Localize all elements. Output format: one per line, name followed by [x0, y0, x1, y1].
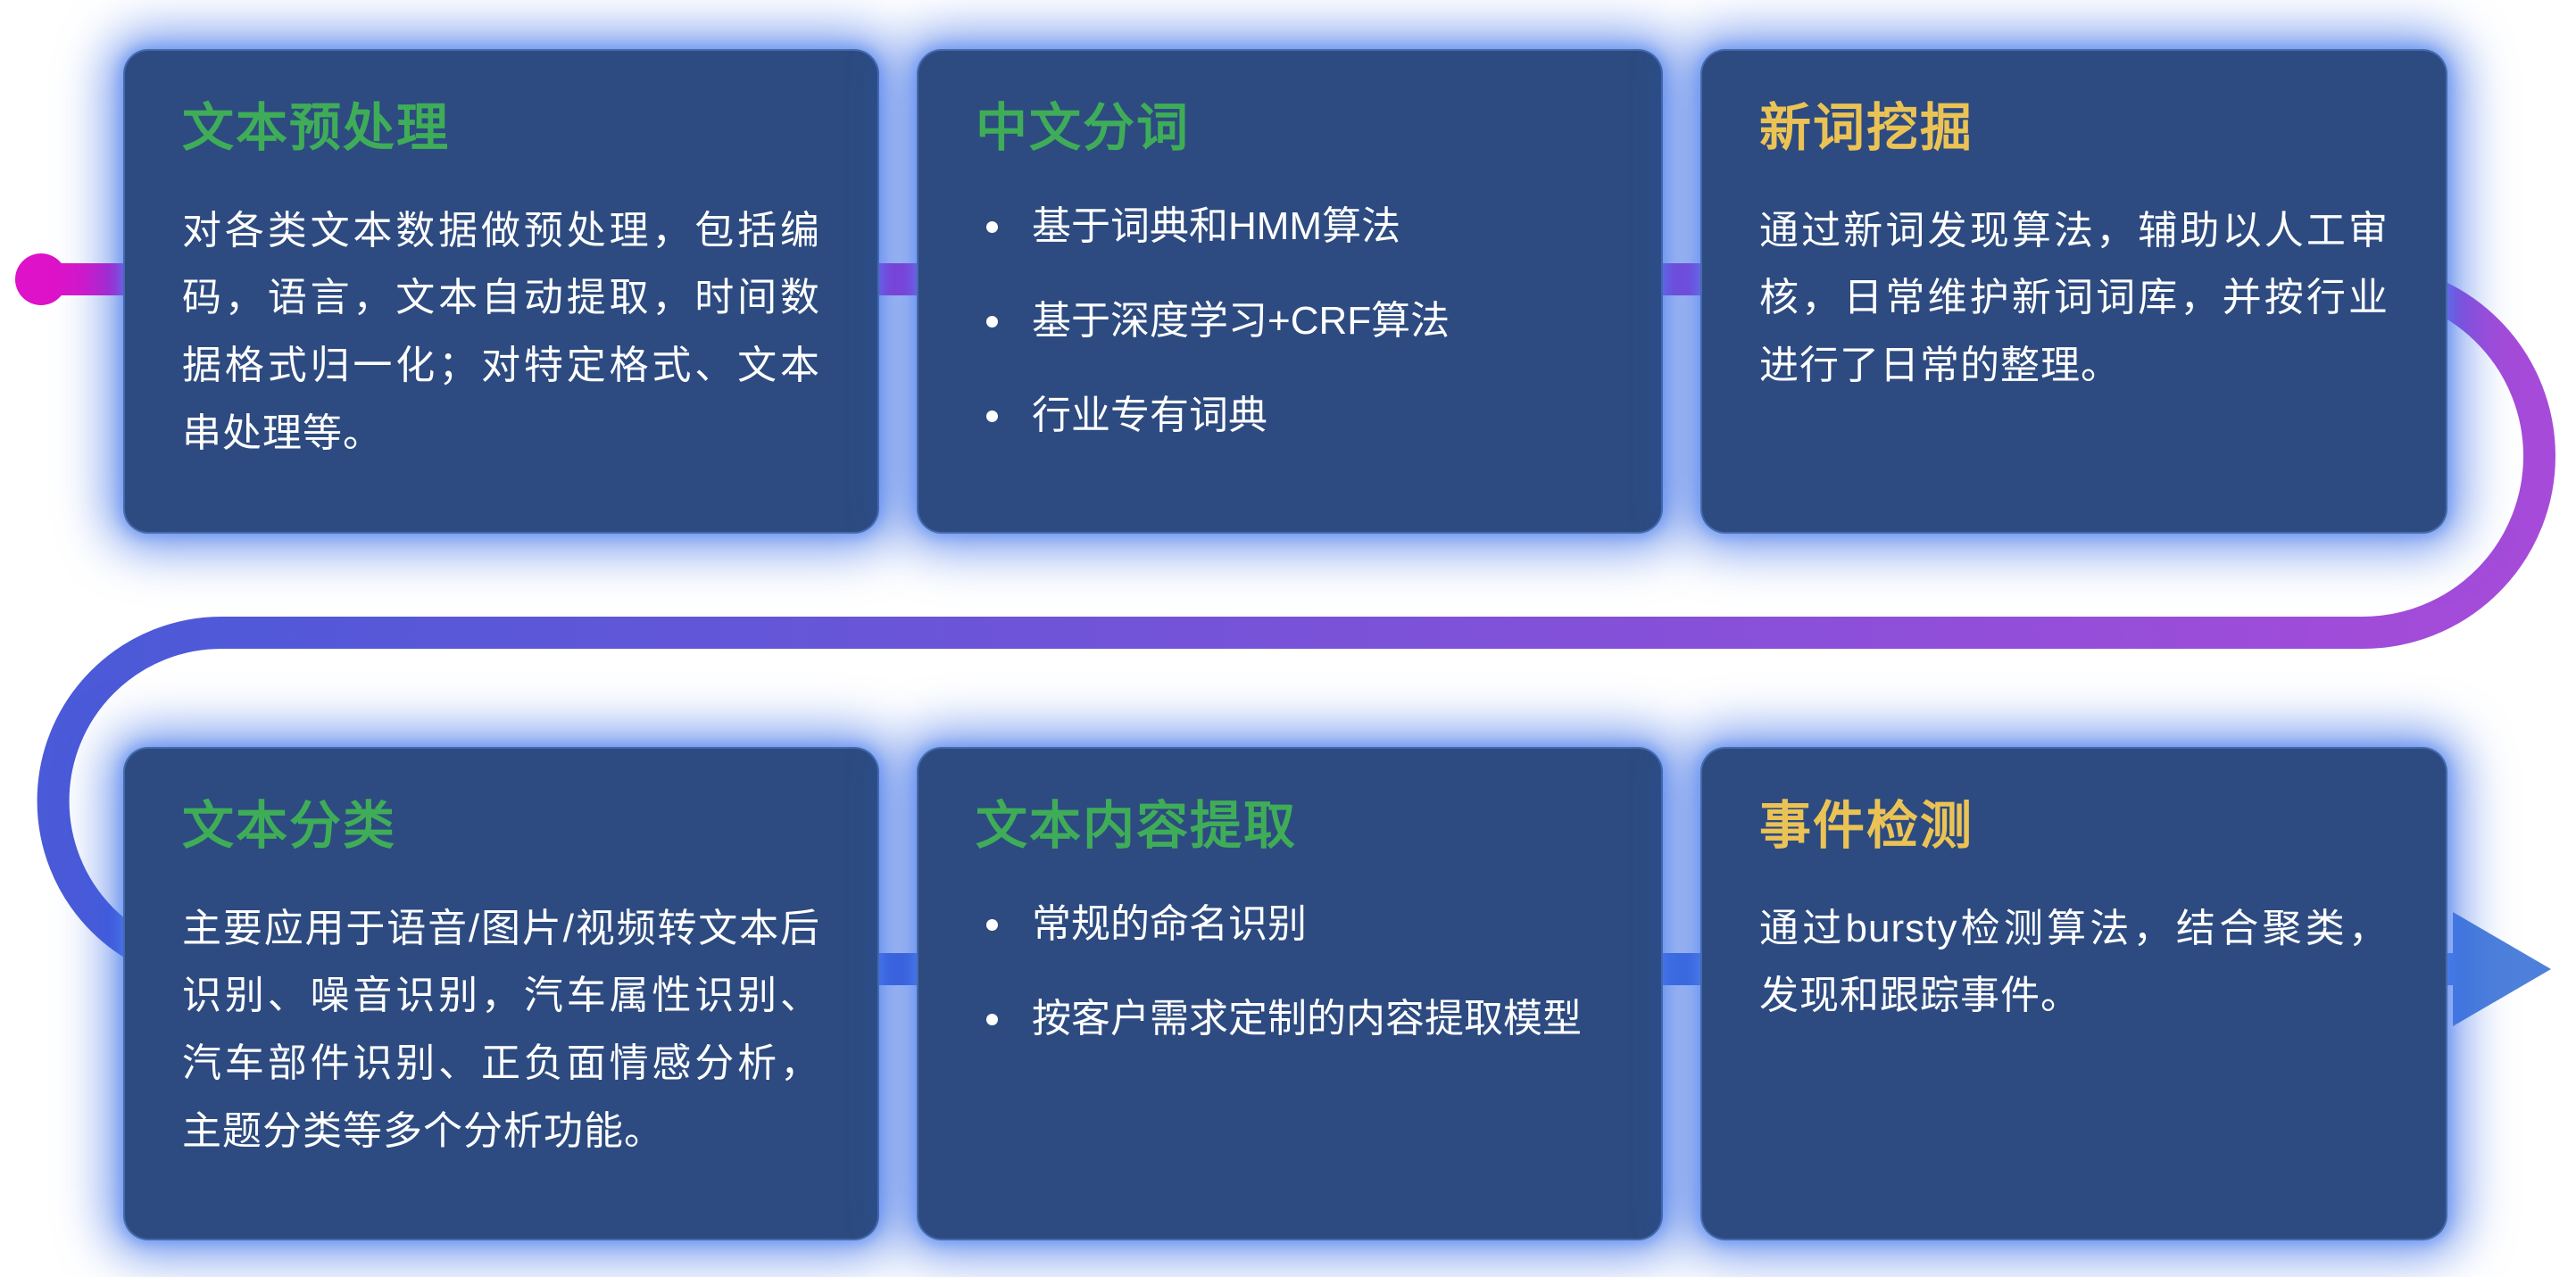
flow-start-dot	[15, 253, 67, 305]
bullet-dot	[986, 315, 998, 328]
bullet-list: 基于词典和HMM算法 基于深度学习+CRF算法 行业专有词典	[976, 197, 1604, 445]
card-body: 主要应用于语音/图片/视频转文本后识别、噪音识别，汽车属性识别、汽车部件识别、正…	[182, 906, 820, 1153]
bullet-dot	[986, 220, 998, 233]
card-title: 文本内容提取	[976, 797, 1298, 855]
card-title: 事件检测	[1759, 797, 1974, 855]
bullet-item: 按客户需求定制的内容提取模型	[976, 990, 1604, 1049]
flow-segment-return-curve	[37, 263, 2555, 985]
card-body: 对各类文本数据做预处理，包括编码，语言，文本自动提取，时间数据格式归一化；对特定…	[182, 208, 820, 455]
card-chinese-word-segmentation: 中文分词 基于词典和HMM算法 基于深度学习+CRF算法 行业专有词典	[917, 49, 1663, 534]
bullet-item: 基于深度学习+CRF算法	[976, 292, 1604, 351]
card-text-classification: 文本分类 主要应用于语音/图片/视频转文本后识别、噪音识别，汽车属性识别、汽车部…	[123, 747, 879, 1240]
bullet-text: 基于深度学习+CRF算法	[1032, 298, 1450, 343]
card-new-word-mining: 新词挖掘 通过新词发现算法，辅助以人工审核，日常维护新词词库，并按行业进行了日常…	[1700, 49, 2447, 534]
bullet-list: 常规的命名识别 按客户需求定制的内容提取模型	[976, 895, 1604, 1049]
card-title: 文本预处理	[182, 99, 451, 157]
bullet-text: 常规的命名识别	[1032, 901, 1307, 946]
bullet-text: 行业专有词典	[1032, 393, 1267, 437]
card-event-detection: 事件检测 通过bursty检测算法，结合聚类，发现和跟踪事件。	[1700, 747, 2447, 1240]
arrow-right-icon	[2453, 912, 2551, 1026]
bullet-item: 基于词典和HMM算法	[976, 197, 1604, 256]
card-body: 通过新词发现算法，辅助以人工审核，日常维护新词词库，并按行业进行了日常的整理。	[1759, 208, 2389, 387]
card-title: 新词挖掘	[1759, 99, 1974, 157]
bullet-text: 按客户需求定制的内容提取模型	[1032, 996, 1582, 1041]
bullet-item: 常规的命名识别	[976, 895, 1604, 954]
card-text-content-extraction: 文本内容提取 常规的命名识别 按客户需求定制的内容提取模型	[917, 747, 1663, 1240]
bullet-dot	[986, 410, 998, 422]
bullet-text: 基于词典和HMM算法	[1032, 203, 1401, 248]
card-title: 文本分类	[182, 797, 397, 855]
card-body: 通过bursty检测算法，结合聚类，发现和跟踪事件。	[1759, 906, 2389, 1018]
bullet-dot	[986, 918, 998, 931]
card-text-preprocessing: 文本预处理 对各类文本数据做预处理，包括编码，语言，文本自动提取，时间数据格式归…	[123, 49, 879, 534]
card-title: 中文分词	[976, 99, 1191, 157]
bullet-dot	[986, 1013, 998, 1025]
bullet-item: 行业专有词典	[976, 386, 1604, 445]
